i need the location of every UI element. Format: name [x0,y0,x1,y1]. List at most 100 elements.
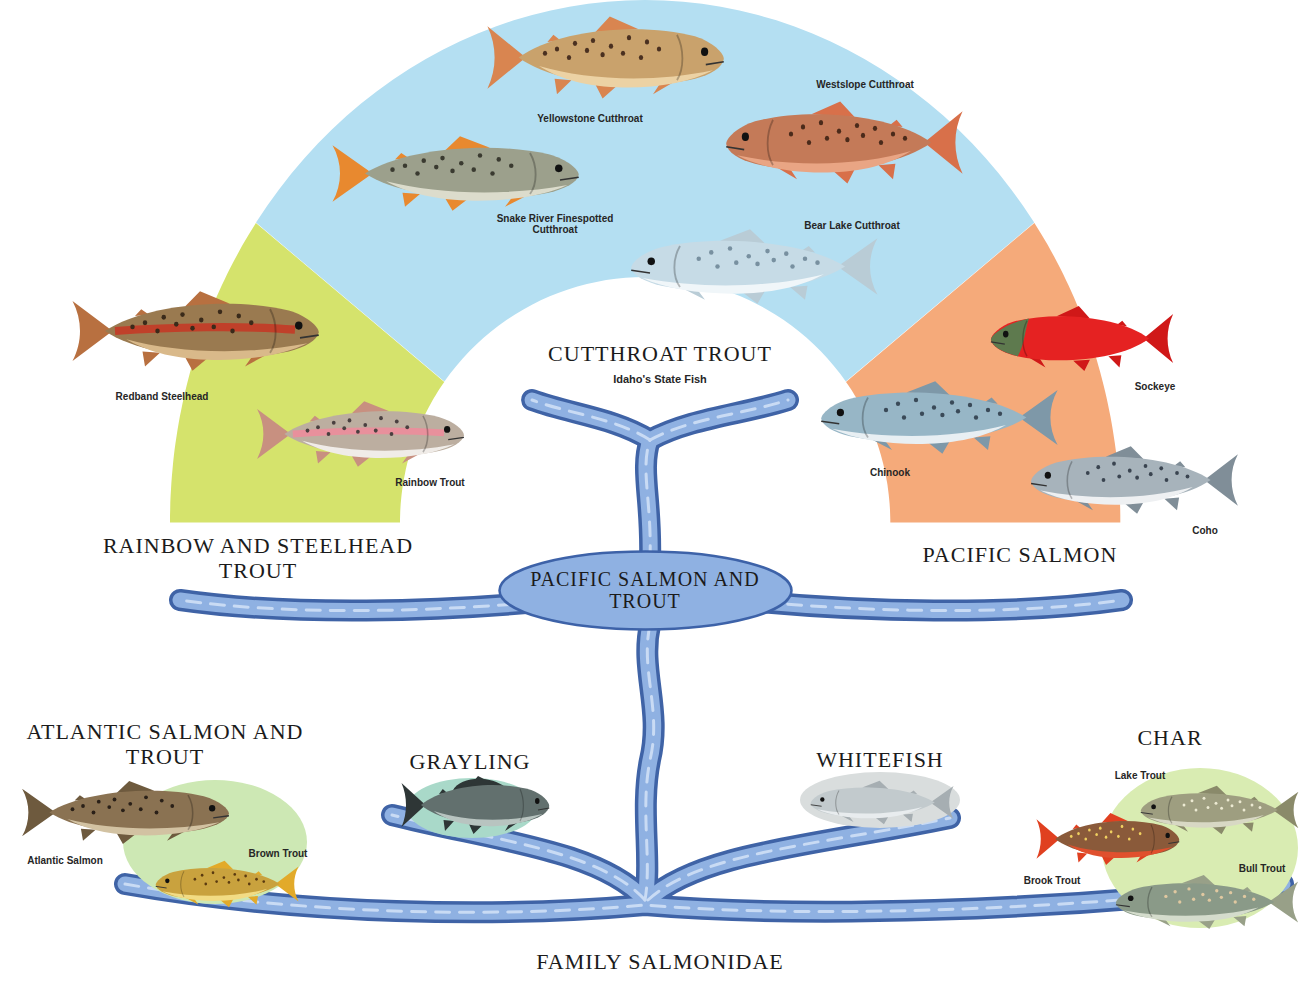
fish-eye [520,789,549,821]
oval-shape [1102,768,1298,928]
river-outline [125,400,1283,912]
fish-body [726,114,931,170]
fish-body [421,785,549,825]
fish-fin [487,16,679,98]
fish-spots [390,153,513,176]
text-slot: GRAYLING [410,750,531,775]
fish-belly [737,151,911,172]
river-oval: PACIFIC SALMON AND TROUT [498,550,793,631]
group-heading: CUTTHROAT TROUT [548,342,772,367]
fish-belly [1068,844,1173,858]
fish-belly [832,425,1006,444]
fish-belly [302,441,454,458]
fish-spots [130,309,253,333]
fish-fin [866,381,1058,454]
fish-eye [1141,797,1172,824]
fish-name: Sockeye [1135,381,1176,392]
fish-name: Atlantic Salmon [27,855,103,866]
fish-eye [726,120,773,165]
text-slot: Snake River Finespotted Cutthroat [480,213,630,237]
fish-belly [1148,815,1264,828]
fish-eye [270,309,319,353]
fish-body [821,393,1026,442]
text-slot: Brook Trout [1024,870,1081,888]
atlantic-oval: ATLANTIC SALMON AND TROUTAtlantic Salmon… [123,780,307,904]
fish-body [811,788,935,818]
oval-fill [407,778,537,838]
band-fill [256,0,1034,382]
band-shape [256,0,1034,381]
fish-body [631,241,845,292]
fish-body [1055,821,1179,857]
fish-figure [726,101,962,183]
fish-spots [1164,887,1255,903]
text-slot: CUTTHROAT TROUT [548,342,772,367]
fish-belly [1041,487,1193,505]
fish-figure [1036,813,1179,865]
oval-shape [407,778,537,838]
text-slot: Yellowstone Cutthroat [537,108,643,126]
text-slot: Westslope Cutthroat [816,74,914,92]
fish-belly [434,811,543,826]
river-ripple [125,400,1283,912]
fish-body [1116,883,1274,920]
fish-spots [697,246,820,269]
text-slot: CHAR [1137,726,1202,751]
fish-name: Westslope Cutthroat [816,79,914,90]
fish-figure [631,229,877,303]
text-slot: Bull Trout [1239,858,1286,876]
fish-spots [306,416,410,436]
fish-figure [1116,875,1298,929]
fish-name: Bear Lake Cutthroat [804,220,900,231]
fish-name: Redband Steelhead [116,391,209,402]
fish-figure [156,861,299,907]
fish-figure [402,776,550,834]
group-heading: WHITEFISH [816,748,944,773]
fish-eye [423,416,464,452]
fish-stripe [115,327,295,331]
text-slot: RAINBOW AND STEELHEAD TROUT [68,534,448,583]
fish-body [105,304,319,358]
fish-figure [73,291,319,370]
group-heading: PACIFIC SALMON [923,543,1118,568]
oval-fill [123,780,307,904]
cutthroat-band: CUTTHROAT TROUTIdaho's State FishYellows… [256,0,1034,381]
pacific-salmon-band: PACIFIC SALMONSockeyeChinookCoho [846,223,1120,522]
text-slot: ATLANTIC SALMON AND TROUT [23,720,308,769]
fish-name: Chinook [870,467,910,478]
fish-fin [257,401,425,467]
fish-spots [194,871,265,885]
fish-body [519,29,724,85]
fish-figure [333,136,579,210]
text-slot: Brown Trout [249,843,308,861]
fish-eye [991,321,1027,357]
text-slot: Coho [1192,520,1218,538]
family-heading: FAMILY SALMONIDAE [536,950,784,975]
text-slot: Redband Steelhead [116,386,209,404]
fish-eye [1116,887,1152,917]
fish-spots [1070,825,1141,841]
fish-belly [386,181,567,200]
oval-fill [800,772,960,828]
fish-fin [402,776,522,834]
text-slot: FAMILY SALMONIDAE [536,950,784,975]
group-heading: GRAYLING [410,750,531,775]
fish-spots [1183,797,1262,812]
fish-fin [1170,786,1298,834]
fish-fin [1025,306,1173,371]
fish-figure [257,401,464,467]
fish-figure [821,381,1057,454]
text-slot: PACIFIC SALMON [923,543,1118,568]
fish-body [1141,793,1278,826]
group-heading: CHAR [1137,726,1202,751]
fish-belly [643,274,824,293]
fish-dorsal-sail [453,779,506,791]
fish-name: Coho [1192,525,1218,536]
fish-figure [1141,786,1299,834]
fish-eye [1031,461,1072,498]
fish-fin [678,229,878,303]
text-slot: PACIFIC SALMON AND TROUT [525,568,765,613]
